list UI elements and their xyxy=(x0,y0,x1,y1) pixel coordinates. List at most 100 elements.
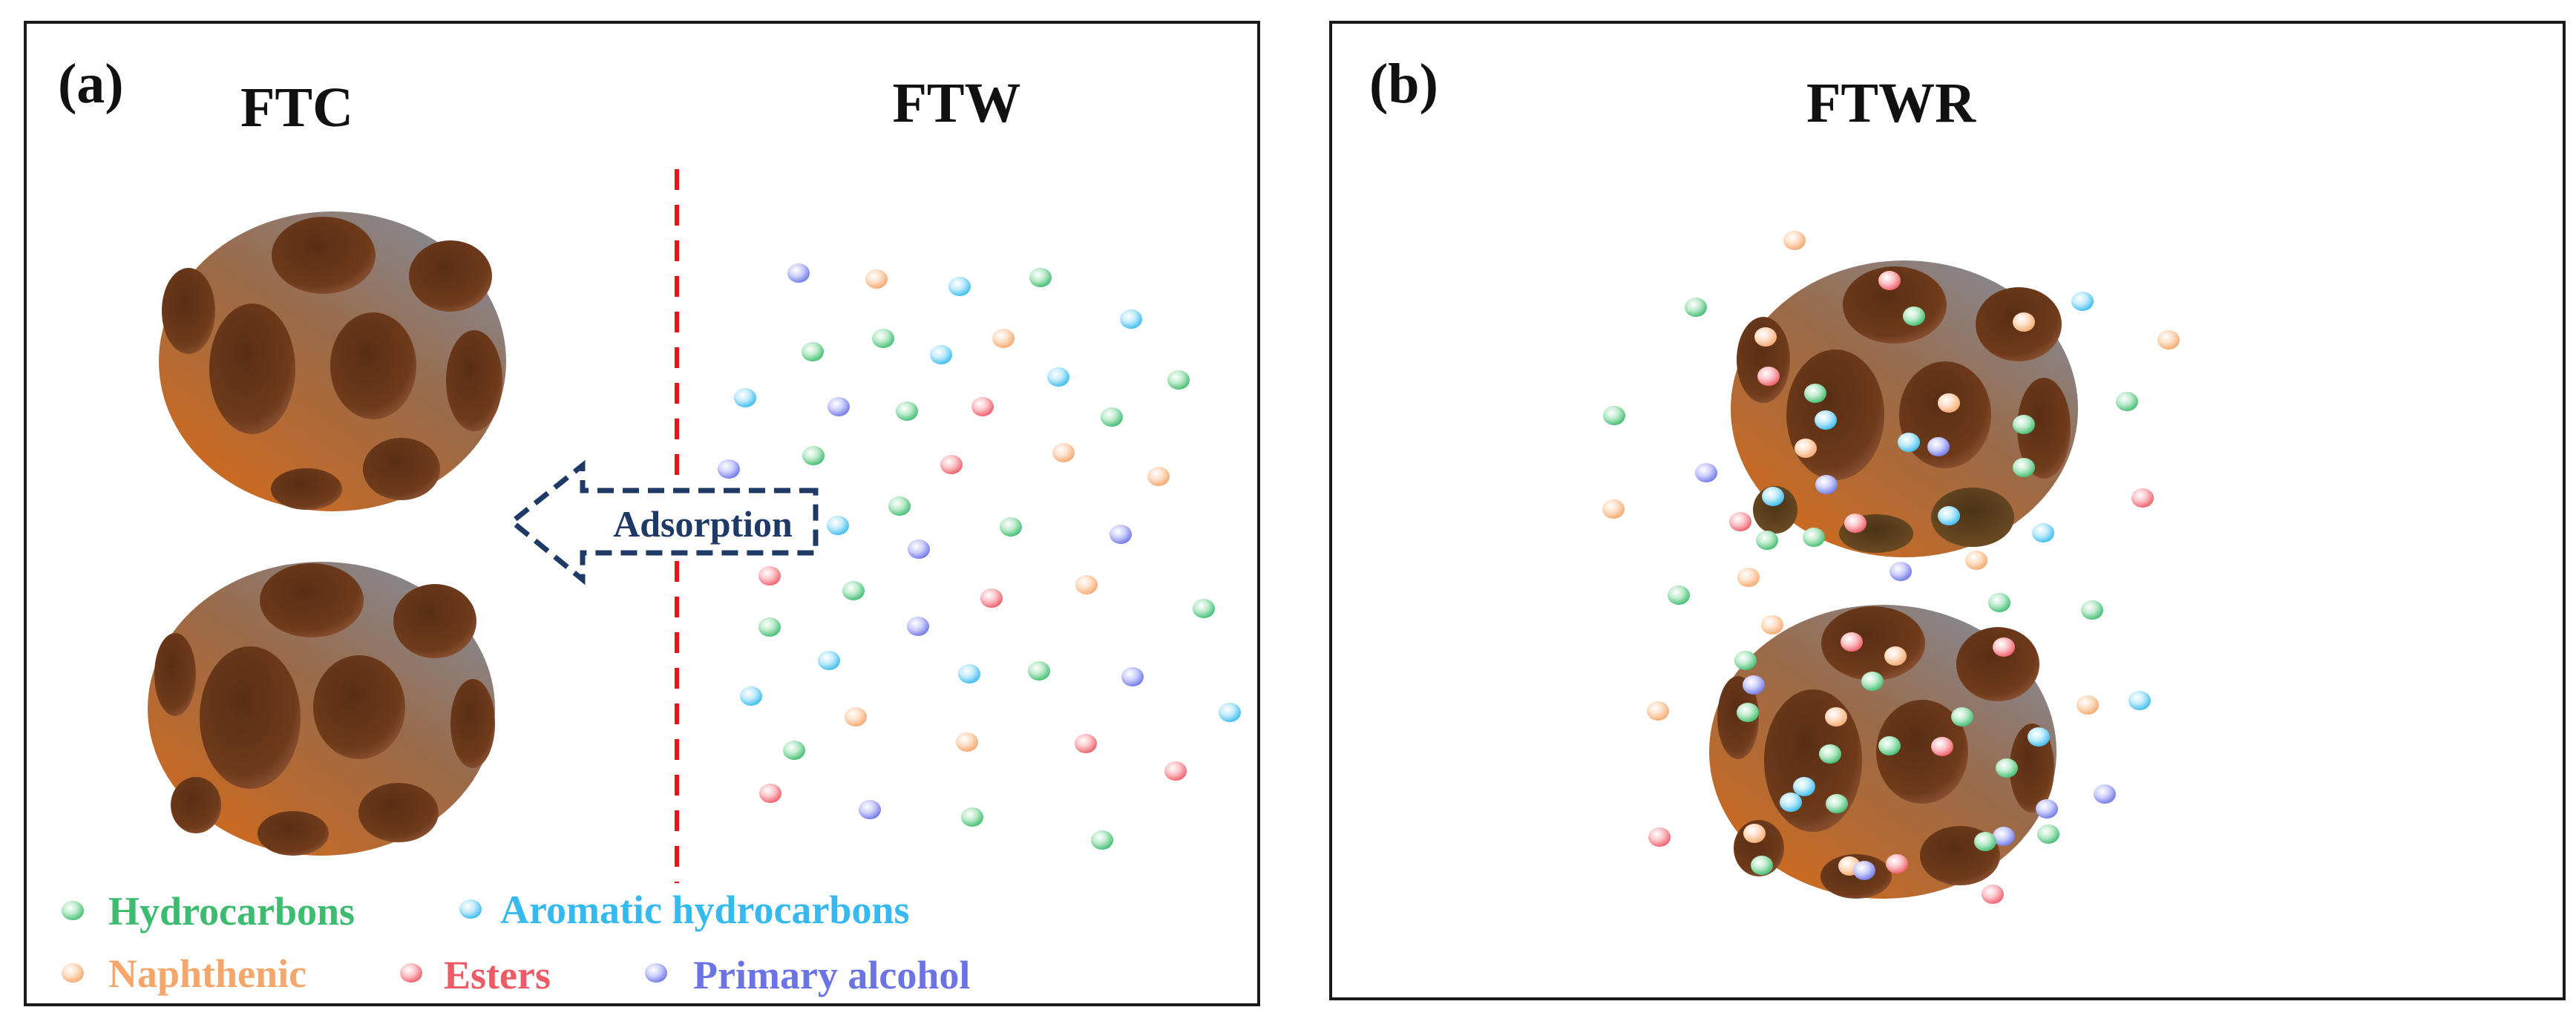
molecule-esters xyxy=(1878,271,1901,290)
pore xyxy=(313,655,405,759)
molecule-naphthenic xyxy=(865,269,888,289)
molecule-naphthenic xyxy=(956,732,978,752)
pore xyxy=(258,811,329,856)
adsorption-label: Adsorption xyxy=(613,503,793,545)
molecule-hydrocarbons xyxy=(842,581,865,600)
molecule-esters xyxy=(1982,885,2004,904)
legend-item-esters: Esters xyxy=(400,953,551,997)
molecule-esters xyxy=(1844,514,1867,533)
molecule-hydrocarbons xyxy=(1603,406,1625,425)
legend: Hydrocarbons Aromatic hydrocarbons Napht… xyxy=(62,888,970,997)
molecule-alcohol xyxy=(718,459,740,479)
molecule-aromatic xyxy=(1120,309,1142,329)
molecule-hydrocarbons xyxy=(1167,370,1190,390)
pore xyxy=(1821,606,1925,681)
molecule-alcohol xyxy=(1890,562,1912,581)
molecule-hydrocarbons xyxy=(758,617,781,637)
molecule-naphthenic xyxy=(1602,499,1625,519)
molecule-hydrocarbons xyxy=(1751,856,1773,875)
molecule-alcohol xyxy=(2036,799,2058,819)
molecule-esters xyxy=(1164,761,1187,781)
molecule-alcohol xyxy=(907,617,929,636)
molecule-aromatic xyxy=(1219,703,1241,722)
molecule-hydrocarbons xyxy=(1668,586,1690,605)
molecule-naphthenic xyxy=(1147,467,1170,486)
molecule-naphthenic xyxy=(1647,701,1669,721)
molecule-aromatic xyxy=(827,516,849,535)
molecule-esters xyxy=(759,784,781,803)
molecule-aromatic xyxy=(1938,506,1960,525)
molecule-esters xyxy=(980,588,1003,608)
panel-b-title-ftwr: FTWR xyxy=(1806,72,1976,134)
molecule-naphthenic xyxy=(1075,575,1098,594)
molecule-esters xyxy=(1648,827,1671,847)
molecule-esters xyxy=(1993,637,2015,657)
pore xyxy=(330,312,416,419)
pore xyxy=(393,584,476,658)
molecule-alcohol xyxy=(1993,827,2015,846)
molecule-naphthenic xyxy=(1052,443,1075,462)
molecule-aromatic xyxy=(1780,793,1802,812)
pore xyxy=(154,633,196,716)
molecule-hydrocarbons xyxy=(1193,599,1215,618)
molecule-hydrocarbons xyxy=(1861,672,1884,691)
pore xyxy=(171,777,221,833)
molecule-naphthenic xyxy=(1743,824,1766,843)
pore xyxy=(1876,700,1968,804)
pore xyxy=(1717,676,1759,759)
molecule-hydrocarbons xyxy=(1756,531,1778,550)
molecule-aromatic xyxy=(740,686,762,706)
molecule-hydrocarbons xyxy=(1029,268,1052,287)
pore xyxy=(1956,627,2039,701)
pore xyxy=(1764,689,1862,832)
molecule-esters xyxy=(1075,734,1097,753)
molecule-hydrocarbons xyxy=(1804,384,1826,403)
molecule-aromatic xyxy=(1762,487,1784,506)
molecule-aromatic xyxy=(1793,777,1815,796)
molecule-naphthenic xyxy=(2013,312,2035,332)
molecule-hydrocarbons xyxy=(896,401,918,421)
molecule-esters xyxy=(1841,632,1863,652)
pore xyxy=(446,330,502,431)
molecule-naphthenic xyxy=(2077,695,2099,715)
molecule-hydrocarbons xyxy=(2013,415,2035,434)
pore xyxy=(1843,266,1947,344)
molecule-hydrocarbons xyxy=(961,807,983,827)
molecule-naphthenic xyxy=(845,707,867,727)
molecule-naphthenic xyxy=(1737,568,1760,587)
pore xyxy=(260,563,364,637)
legend-label-alcohol: Primary alcohol xyxy=(693,953,970,997)
legend-item-alcohol: Primary alcohol xyxy=(645,953,970,997)
pore xyxy=(1899,361,1991,468)
molecule-aromatic xyxy=(2032,523,2054,542)
molecule-dots xyxy=(718,231,2180,904)
molecule-hydrocarbons xyxy=(1737,703,1759,722)
molecule-hydrocarbons xyxy=(1091,830,1113,850)
molecule-hydrocarbons xyxy=(1685,298,1707,317)
legend-item-hydrocarbons: Hydrocarbons xyxy=(62,889,355,934)
ftc-sphere-top xyxy=(159,211,506,511)
molecule-esters xyxy=(1729,512,1751,531)
panel-a-title-ftw: FTW xyxy=(892,72,1020,134)
molecule-naphthenic xyxy=(1761,615,1783,634)
pore xyxy=(450,679,495,768)
molecule-hydrocarbons xyxy=(1803,528,1825,547)
molecule-hydrocarbons xyxy=(888,496,911,516)
molecule-aromatic xyxy=(1047,367,1069,387)
pore xyxy=(2010,724,2054,813)
pore xyxy=(1931,488,2014,547)
pore xyxy=(358,783,439,842)
molecule-naphthenic xyxy=(1795,439,1817,458)
molecule-esters xyxy=(1931,737,1953,756)
molecule-aromatic xyxy=(2128,691,2151,710)
molecule-aromatic xyxy=(2071,292,2094,311)
molecule-alcohol xyxy=(787,263,810,283)
molecule-alcohol xyxy=(1743,675,1765,695)
molecule-hydrocarbons xyxy=(802,446,825,465)
molecule-hydrocarbons xyxy=(1826,794,1848,813)
molecule-hydrocarbons xyxy=(802,342,824,361)
molecule-naphthenic xyxy=(2157,330,2180,350)
pore xyxy=(271,468,342,510)
molecule-aromatic xyxy=(734,388,756,407)
